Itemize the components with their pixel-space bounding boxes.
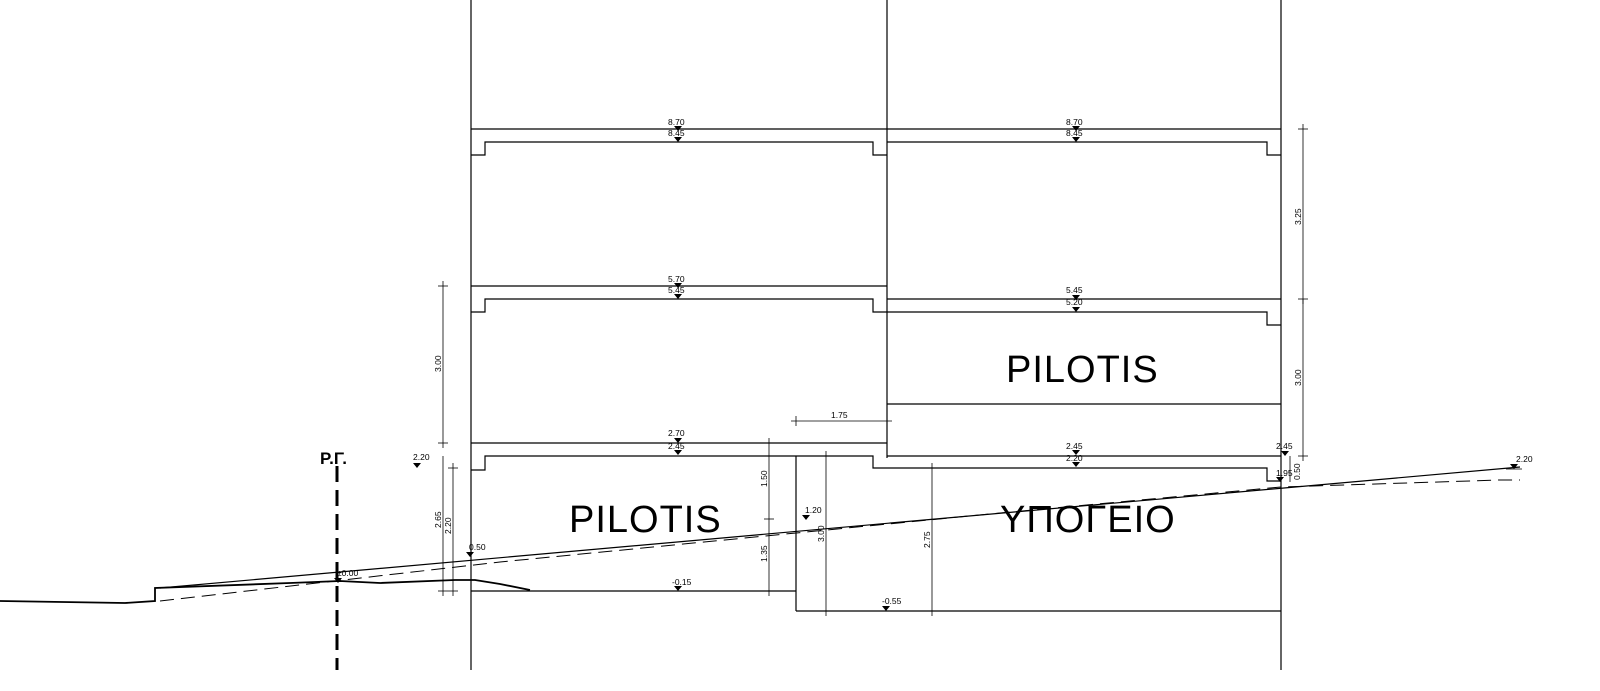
svg-text:2.65: 2.65 <box>433 511 443 528</box>
slab-low-right <box>887 455 1281 482</box>
svg-text:3.00: 3.00 <box>433 355 443 372</box>
level-label: 5.20 <box>1066 297 1083 307</box>
level-marker-top-left: 8.70 8.45 <box>668 117 685 142</box>
level-marker-far-right: 2.20 <box>1506 454 1533 470</box>
room-label-pilotis-lower: PILOTIS <box>569 499 722 541</box>
dimension-2-65: 2.65 <box>433 456 448 596</box>
basement-outline <box>471 456 1281 612</box>
dimension-1-50-1-35: 1.50 1.35 <box>759 438 774 596</box>
level-marker-small-step: 1.20 <box>802 505 822 520</box>
level-label: 5.70 <box>668 274 685 284</box>
level-label: 2.45 <box>668 441 685 451</box>
level-label: 0.50 <box>469 542 486 552</box>
level-label: 8.45 <box>668 128 685 138</box>
level-marker-low-right: 2.45 2.20 <box>1066 441 1083 467</box>
svg-text:3.00: 3.00 <box>1293 369 1303 386</box>
dimension-2-75: 2.75 <box>922 463 937 616</box>
level-label: 8.70 <box>668 117 685 127</box>
level-marker-ground-zero: ±0.00 <box>334 568 358 583</box>
level-marker-left-margin: 2.20 <box>413 452 430 468</box>
level-marker-top-right: 8.70 8.45 <box>1066 117 1083 142</box>
room-label-pilotis-upper: PILOTIS <box>1006 349 1159 391</box>
level-marker-mid-right: 5.45 5.20 <box>1066 285 1083 312</box>
svg-text:1.35: 1.35 <box>759 545 769 562</box>
level-label: 2.20 <box>1516 454 1533 464</box>
dimension-1-75: 1.75 <box>791 410 892 426</box>
level-label: 5.45 <box>1066 285 1083 295</box>
svg-text:3.00: 3.00 <box>816 525 826 542</box>
level-label: 1.20 <box>805 505 822 515</box>
level-label: 2.20 <box>413 452 430 462</box>
level-marker-basement-floor: -0.55 <box>882 596 902 611</box>
level-label: 8.45 <box>1066 128 1083 138</box>
slab-middle-right <box>887 298 1281 326</box>
level-label: -0.55 <box>882 596 902 606</box>
svg-text:0.50: 0.50 <box>1292 463 1302 480</box>
svg-text:2.20: 2.20 <box>443 517 453 534</box>
level-label: 2.45 <box>1276 441 1293 451</box>
dimension-2-20: 2.20 <box>443 463 458 596</box>
level-label: 2.20 <box>1066 453 1083 463</box>
room-label-basement: ΥΠΟΓΕΙΟ <box>1000 499 1176 541</box>
dimension-3-25-right: 3.25 <box>1293 124 1308 304</box>
slab-low-left <box>471 442 887 471</box>
level-label: 2.70 <box>668 428 685 438</box>
level-marker-left-offset: 0.50 <box>466 542 486 557</box>
dimension-3-00-middle: 3.00 <box>816 451 831 616</box>
level-label: -0.15 <box>672 577 692 587</box>
dimension-3-00-right: 3.00 <box>1293 299 1308 461</box>
dimension-0-50: 0.50 <box>1289 456 1302 482</box>
level-marker-low-left: 2.70 2.45 <box>668 428 685 455</box>
terrain-existing <box>0 579 531 604</box>
level-label: 1.95 <box>1276 468 1293 478</box>
svg-text:1.50: 1.50 <box>759 470 769 487</box>
dimension-3-00-left: 3.00 <box>433 281 448 448</box>
level-marker-left-floor: -0.15 <box>672 577 692 591</box>
level-label: 5.45 <box>668 285 685 295</box>
level-marker-right-edge: 2.45 1.95 <box>1276 441 1293 482</box>
svg-text:1.75: 1.75 <box>831 410 848 420</box>
axis-label: Ρ.Γ. <box>320 449 347 468</box>
svg-text:2.75: 2.75 <box>922 531 932 548</box>
level-label: 8.70 <box>1066 117 1083 127</box>
level-label: ±0.00 <box>337 568 358 578</box>
level-label: 2.45 <box>1066 441 1083 451</box>
svg-text:3.25: 3.25 <box>1293 208 1303 225</box>
slab-top <box>471 128 1281 156</box>
terrain-proposed <box>159 466 1521 589</box>
level-marker-mid-left: 5.70 5.45 <box>668 274 685 299</box>
